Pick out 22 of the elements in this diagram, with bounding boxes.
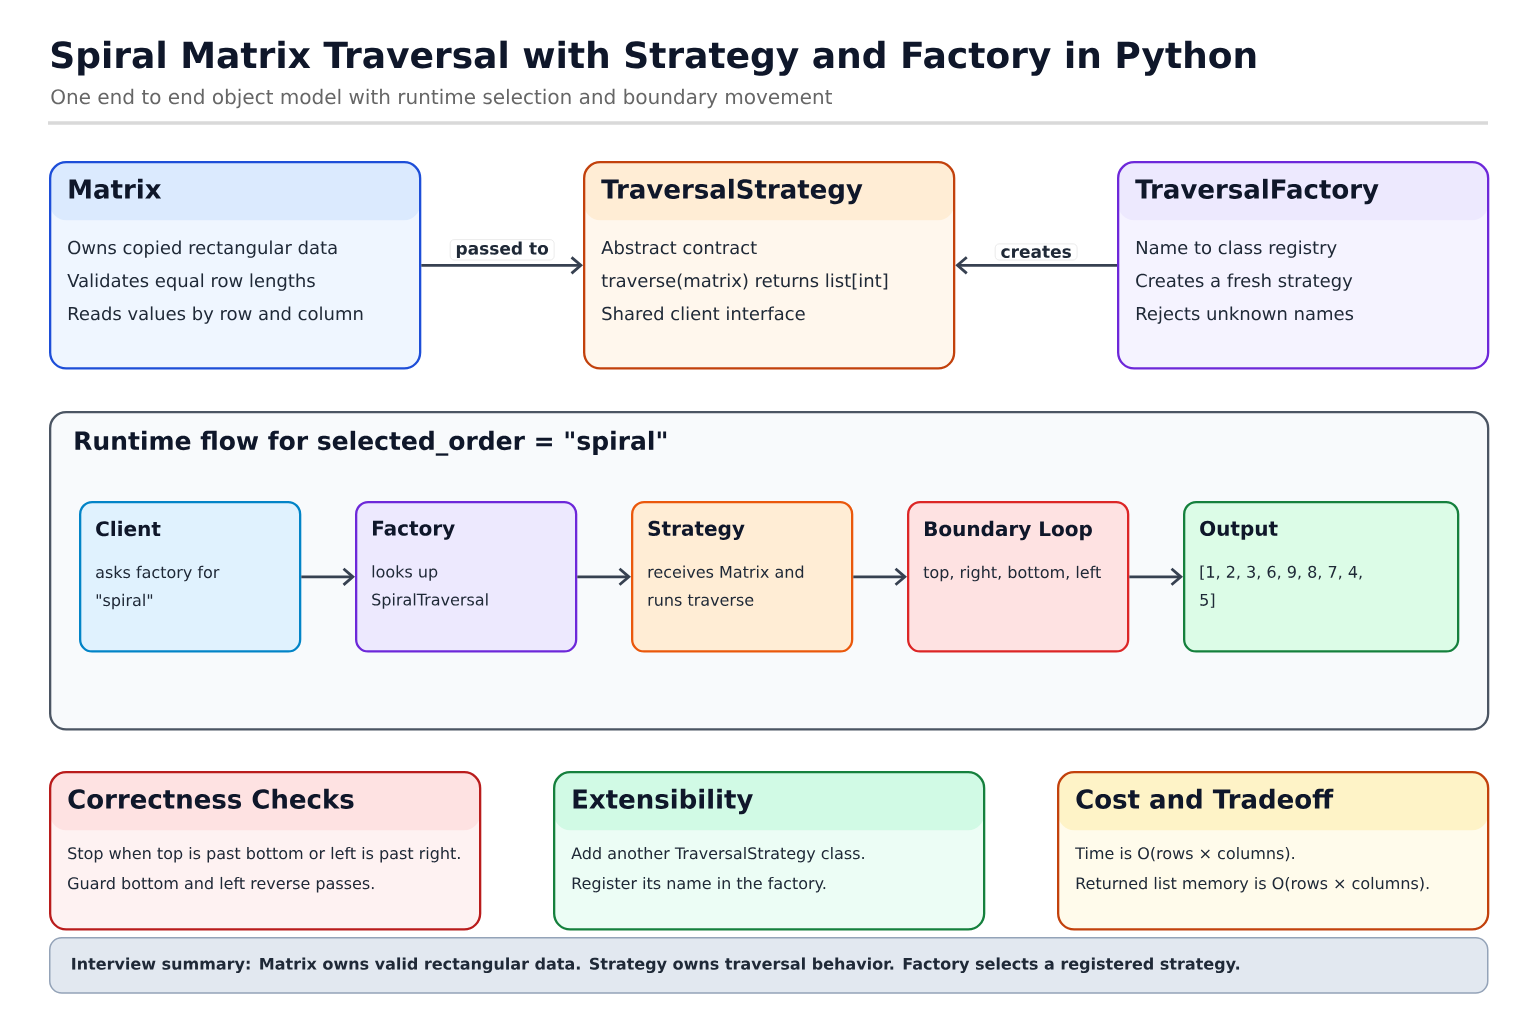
- step-box: Output [1, 2, 3, 6, 9, 8, 7, 4, 5]: [1183, 501, 1460, 653]
- arrow: [1129, 567, 1183, 586]
- subtitle: One end to end object model with runtime selection and boundary movement: [51, 88, 832, 109]
- step-box: Client asks factory for "spiral": [79, 501, 302, 653]
- edge-label: creates: [994, 243, 1078, 261]
- class-card: Matrix Owns copied rectangular data Validates equal row lengths Reads values by row and column: [49, 161, 422, 370]
- step-box: Strategy receives Matrix and runs traverse: [631, 501, 854, 653]
- note-card: Correctness Checks Stop when top is past bottom or left is past right. Guard bottom and left reverse passes.: [49, 771, 482, 931]
- arrow: [577, 567, 631, 586]
- step-box: Factory looks up SpiralTraversal: [355, 501, 578, 653]
- arrow: [955, 256, 1117, 275]
- arrow: [853, 567, 907, 586]
- arrow: [421, 256, 583, 275]
- note-card: Extensibility Add another TraversalStrategy class. Register its name in the factory.: [553, 771, 986, 931]
- class-card: TraversalStrategy Abstract contract traverse(matrix) returns list[int] Shared client interface: [583, 161, 956, 370]
- class-card: TraversalFactory Name to class registry Creates a fresh strategy Rejects unknown names: [1117, 161, 1490, 370]
- title: Spiral Matrix Traversal with Strategy and Factory in Python: [51, 40, 1256, 76]
- step-box: Boundary Loop top, right, bottom, left: [907, 501, 1130, 653]
- arrow: [301, 567, 355, 586]
- edge-label: passed to: [449, 239, 555, 261]
- note-card: Cost and Tradeoff Time is O(rows × columns). Returned list memory is O(rows × columns).: [1057, 771, 1490, 931]
- summary-banner: Interview summary: Matrix owns valid rectangular data. Strategy owns traversal behavior. Factory selects a registered strategy.: [49, 937, 1489, 994]
